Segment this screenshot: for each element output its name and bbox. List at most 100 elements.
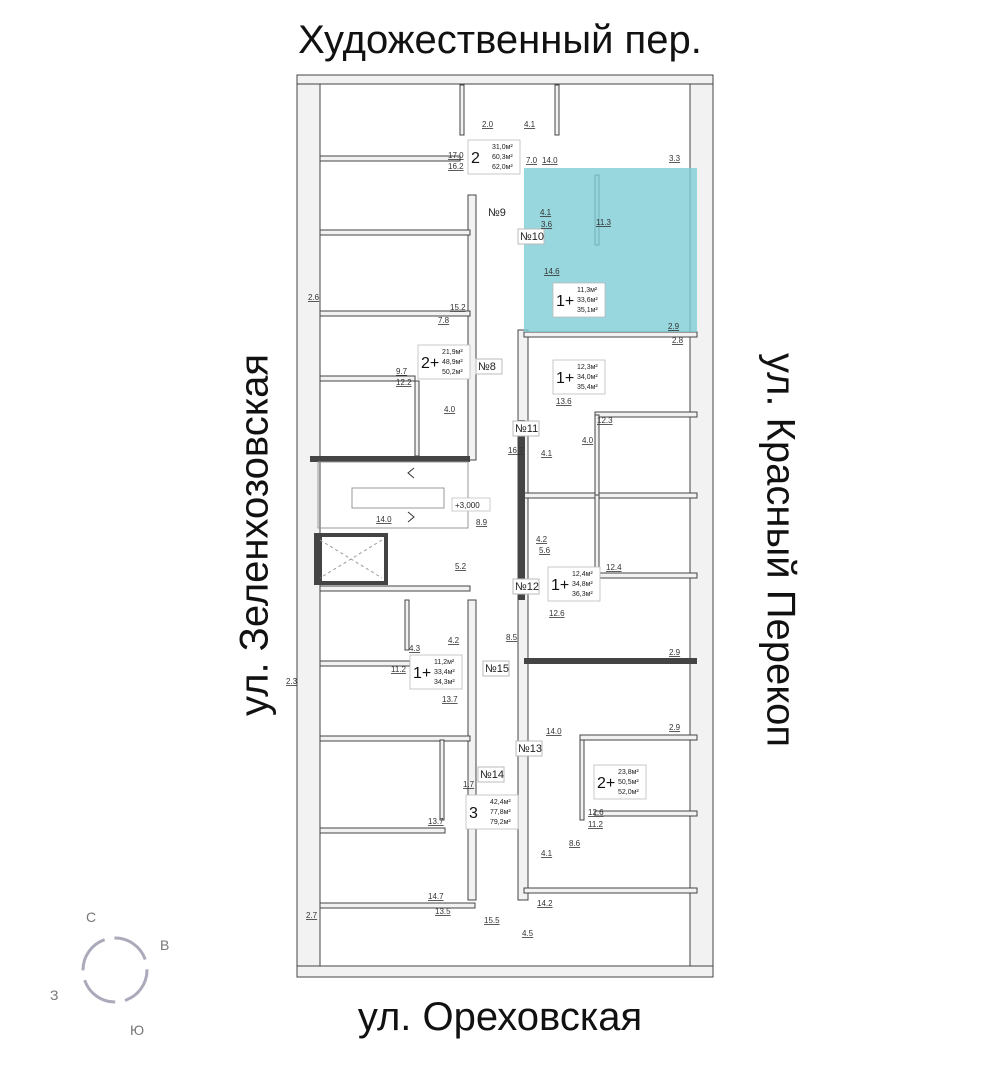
- room-dimension: 13.7: [442, 695, 458, 704]
- selected-apartment-highlight[interactable]: [524, 168, 697, 332]
- apartment-number: №14: [480, 769, 504, 781]
- room-dimension: 14.7: [428, 892, 444, 901]
- area-living: 21,9м²: [442, 349, 463, 356]
- apartment-number: №8: [478, 361, 496, 373]
- wall: [296, 74, 714, 85]
- room-count: 1+: [556, 293, 574, 310]
- room-dimension: 12.4: [606, 563, 622, 572]
- walls: [296, 74, 714, 978]
- room-dimension: 14.0: [546, 727, 562, 736]
- apartment-info-box: [409, 654, 463, 690]
- load-bearing-wall: [316, 535, 322, 583]
- area-living: 12,4м²: [572, 571, 593, 578]
- area-living: 11,2м²: [434, 659, 455, 666]
- room-dimension: 12.2: [396, 378, 412, 387]
- load-bearing-wall: [524, 658, 697, 664]
- compass-south: Ю: [130, 1022, 144, 1038]
- room-dimension: 4.1: [524, 120, 536, 129]
- room-dimension: 12.6: [588, 808, 604, 817]
- apartment-number: №10: [520, 231, 544, 243]
- apartment-number: №9: [488, 207, 506, 219]
- room-dimension: 8.5: [506, 633, 518, 642]
- area-total-with-balcony: 79,2м²: [490, 819, 511, 826]
- area-total-with-balcony: 35,1м²: [577, 307, 598, 314]
- wall: [319, 735, 471, 742]
- room-dimension: 11.3: [596, 218, 612, 227]
- apartment-number: №13: [518, 743, 542, 755]
- wall: [594, 494, 600, 576]
- wall: [459, 84, 465, 136]
- area-total: 60,3м²: [492, 154, 513, 161]
- apartment-number-box: [482, 660, 510, 677]
- area-living: 12,3м²: [577, 364, 598, 371]
- room-dimension: 12.6: [549, 609, 565, 618]
- area-total-with-balcony: 35,4м²: [577, 384, 598, 391]
- room-dimension: 2.9: [669, 648, 681, 657]
- room-dimension: 3.6: [541, 220, 553, 229]
- room-dimension: 13.5: [435, 907, 451, 916]
- area-total-with-balcony: 36,3м²: [572, 591, 593, 598]
- room-count: 2+: [421, 355, 439, 372]
- stairwell: +3,000: [317, 461, 491, 529]
- apartment-info-box: [593, 764, 647, 800]
- wall: [523, 492, 698, 499]
- area-total: 34,8м²: [572, 581, 593, 588]
- room-count: 1+: [551, 577, 569, 594]
- room-dimension: 2.8: [672, 336, 684, 345]
- room-dimension: 5.2: [455, 562, 467, 571]
- wall: [523, 887, 698, 894]
- area-living: 23,8м²: [618, 769, 639, 776]
- room-dimension: 4.1: [540, 208, 552, 217]
- stair-arrow-icon: [407, 467, 415, 479]
- wall: [296, 74, 321, 978]
- wall: [319, 375, 416, 382]
- wall: [319, 585, 471, 592]
- apartment-number-box: [517, 228, 545, 245]
- wall: [404, 599, 410, 651]
- room-count: 2+: [597, 775, 615, 792]
- elevator-shaft: [314, 533, 388, 585]
- room-dimension: 15.2: [450, 303, 466, 312]
- area-total: 48,9м²: [442, 359, 463, 366]
- wall: [554, 84, 560, 136]
- room-dimension: 4.1: [541, 449, 553, 458]
- wall: [296, 965, 714, 978]
- room-dimension: 4.3: [409, 644, 421, 653]
- room-dimension: 2.9: [668, 322, 680, 331]
- room-count: 1+: [413, 665, 431, 682]
- room-dimension: 4.2: [536, 535, 548, 544]
- area-living: 42,4м²: [490, 799, 511, 806]
- apartment-info-box: [417, 344, 471, 380]
- apartment-number: №15: [485, 663, 509, 675]
- apartment-№14[interactable]: 3 42,4м² 77,8м² 79,2м² №14: [465, 766, 519, 830]
- room-dimension: 15.5: [484, 916, 500, 925]
- room-dimension: 2.3: [286, 677, 298, 686]
- room-dimension: 14.2: [537, 899, 553, 908]
- street-label-bottom: ул. Ореховская: [357, 995, 643, 1039]
- room-dimension: 14.0: [376, 515, 392, 524]
- area-total: 50,5м²: [618, 779, 639, 786]
- area-total: 77,8м²: [490, 809, 511, 816]
- wall: [579, 734, 698, 741]
- apartment-number-box: [512, 420, 540, 437]
- wall: [594, 414, 600, 496]
- wall: [319, 310, 471, 317]
- apartment-info-box: [552, 359, 606, 395]
- room-count: 3: [469, 805, 478, 822]
- room-dimension: 12.3: [597, 416, 613, 425]
- apartment-info-box: [467, 139, 521, 175]
- room-dimension: 7.0: [526, 156, 538, 165]
- room-dimension: 2.6: [308, 293, 320, 302]
- room-dimension: 2.0: [482, 120, 494, 129]
- room-dimension: 13.7: [428, 817, 444, 826]
- street-label-top: Художественный пер.: [298, 18, 702, 62]
- apartment-number-box: [477, 766, 505, 783]
